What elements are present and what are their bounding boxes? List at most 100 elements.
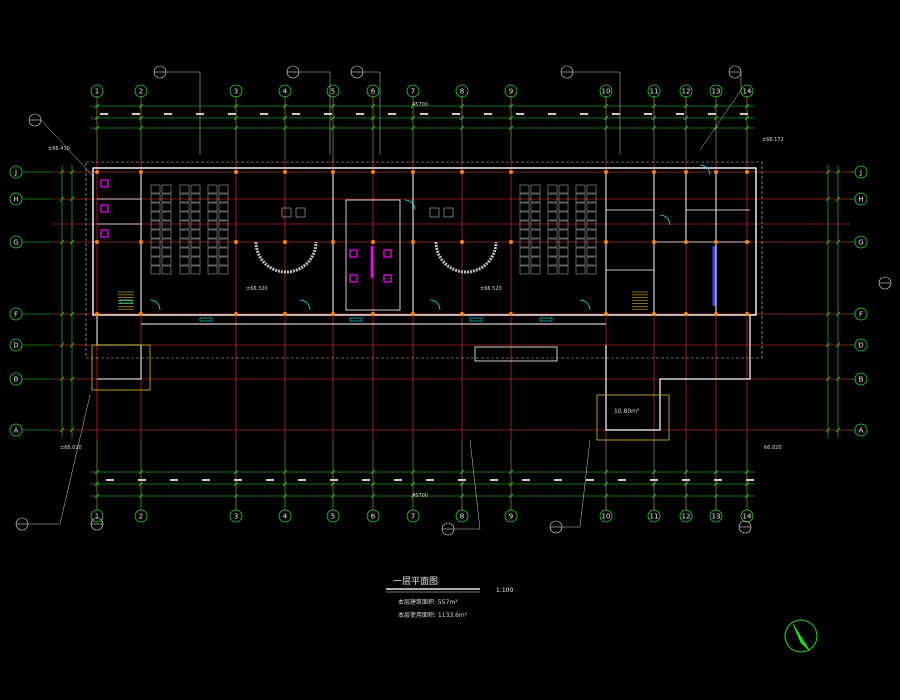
dim-text-mark (714, 479, 722, 481)
grid-bubble-label-col-3: 3 (234, 513, 238, 521)
door-swing (699, 164, 711, 176)
elevation-mark-west: ±66.320 (246, 286, 268, 292)
grid-bubble-icon (406, 84, 420, 98)
shelf-unit (519, 265, 530, 275)
restroom-fixture (100, 179, 109, 188)
shelf-unit (530, 220, 541, 230)
structural-column (139, 312, 143, 316)
shelf-unit (575, 211, 586, 221)
shelf-unit (150, 220, 161, 230)
window-symbol (469, 317, 483, 322)
shelf-unit (558, 256, 569, 266)
shelf-unit (190, 193, 201, 203)
restroom-fixture (383, 274, 392, 283)
grid-bubble-icon (740, 509, 754, 523)
dim-text-mark (394, 479, 402, 481)
dim-text-mark (746, 479, 754, 481)
shelf-unit (179, 265, 190, 275)
dim-tick (825, 169, 831, 175)
door-swing (429, 299, 441, 311)
shelf-unit (547, 220, 558, 230)
shelf-unit (519, 238, 530, 248)
grid-bubble-icon (134, 509, 148, 523)
shelf-unit (190, 265, 201, 275)
grid-bubble-icon (134, 84, 148, 98)
grid-bubble-label-col-14: 14 (743, 88, 752, 96)
table (429, 207, 440, 218)
door-swing (299, 299, 311, 311)
grid-bubble-icon (406, 509, 420, 523)
shelf-unit (190, 247, 201, 257)
structural-column (283, 240, 287, 244)
shelf-unit (150, 193, 161, 203)
shelf-unit (575, 247, 586, 257)
room-area-label: 10.80m² (614, 408, 640, 415)
restroom-fixture (100, 204, 109, 213)
dim-text-mark (554, 479, 562, 481)
window-symbol (119, 299, 133, 304)
shelf-unit (519, 202, 530, 212)
grid-bubble-label-col-6: 6 (371, 513, 376, 521)
shelf-unit (547, 238, 558, 248)
building-dashed-edge (85, 161, 763, 359)
dim-tick (59, 169, 65, 175)
shelf-unit (586, 229, 597, 239)
shelf-unit (547, 184, 558, 194)
grid-bubble-icon (679, 84, 693, 98)
round-desk-west (254, 241, 318, 274)
dim-tick (835, 169, 841, 175)
dim-text-mark (740, 113, 748, 115)
shelf-unit (530, 256, 541, 266)
grid-bubble-icon (679, 509, 693, 523)
shelf-unit (586, 193, 597, 203)
structural-column (331, 240, 335, 244)
grid-bubble-icon (709, 509, 723, 523)
structural-column (460, 170, 464, 174)
shelf-unit (586, 247, 597, 257)
shelf-unit (179, 211, 190, 221)
shelf-unit (586, 265, 597, 275)
shelf-unit (519, 256, 530, 266)
overall-dimension-bottom: 45700 (412, 493, 428, 499)
grid-bubble-label-col-9: 9 (509, 513, 513, 521)
shelf-unit (150, 238, 161, 248)
dim-text-mark (228, 113, 236, 115)
grid-bubble-label-col-13: 13 (712, 513, 721, 521)
shelf-unit (190, 202, 201, 212)
shelf-unit (586, 202, 597, 212)
grid-bubble-label-col-3: 3 (234, 88, 238, 96)
shelf-unit (207, 202, 218, 212)
shelf-unit (575, 229, 586, 239)
structural-column (95, 312, 99, 316)
structural-column (460, 240, 464, 244)
grid-bubble-label-row-F: F (859, 311, 863, 319)
shelf-unit (218, 184, 229, 194)
grid-bubble-icon (740, 84, 754, 98)
shelf-unit (558, 193, 569, 203)
dim-text-mark (682, 479, 690, 481)
shelf-unit (207, 247, 218, 257)
structural-column (714, 240, 718, 244)
shelf-unit (207, 238, 218, 248)
dim-tick (59, 342, 65, 348)
grid-bubble-label-col-2: 2 (139, 513, 143, 521)
structural-column (283, 170, 287, 174)
dim-tick (59, 239, 65, 245)
grid-bubble-label-row-B: B (14, 376, 19, 384)
dim-text-mark (458, 479, 466, 481)
shelf-unit (218, 238, 229, 248)
grid-bubble-label-col-8: 8 (460, 88, 464, 96)
grid-bubble-label-row-J: J (14, 169, 17, 177)
dim-text-mark (106, 479, 114, 481)
shelf-unit (150, 265, 161, 275)
drawing-scale: 1:100 (496, 587, 513, 594)
shelf-unit (586, 220, 597, 230)
structural-column (411, 240, 415, 244)
structural-column (684, 170, 688, 174)
dim-tick (69, 311, 75, 317)
structural-column (745, 312, 749, 316)
structural-column (745, 240, 749, 244)
shelf-unit (207, 256, 218, 266)
